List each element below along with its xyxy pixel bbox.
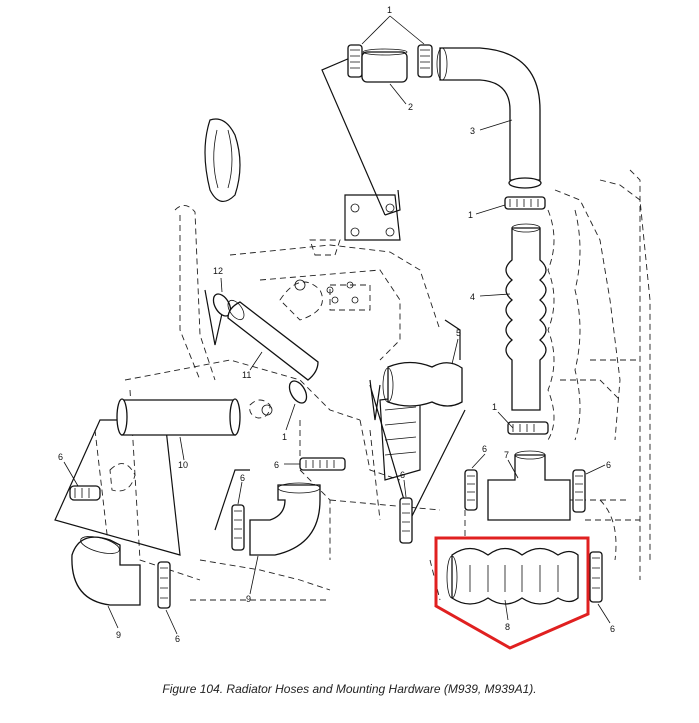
part-9-elbow-left <box>71 536 141 606</box>
callout-7: 7 <box>504 450 509 460</box>
callout-6-lowcenter: 6 <box>400 470 405 480</box>
callout-6-right: 6 <box>482 444 487 454</box>
item-8-highlight-outline <box>434 536 590 650</box>
part-1-clamp-mid <box>504 196 546 210</box>
callout-3: 3 <box>470 126 475 136</box>
part-2-straight-hose <box>361 48 408 83</box>
part-6-clamp-farleft <box>69 485 101 501</box>
callout-11: 11 <box>242 370 251 380</box>
part-1-clamp-low <box>507 421 549 435</box>
callout-6-left2: 6 <box>240 473 245 483</box>
part-1-clamp-top-right <box>417 44 433 78</box>
callout-6-farleft: 6 <box>58 452 63 462</box>
part-6-clamp-bottomright <box>589 551 603 603</box>
part-3-elbow-tube <box>436 47 542 189</box>
callout-1-left: 1 <box>282 432 287 442</box>
callout-leader-lines <box>63 15 611 635</box>
callout-6-right2: 6 <box>606 460 611 470</box>
part-6-clamp-right-2 <box>572 469 586 513</box>
assembly-leader-lines <box>54 54 466 556</box>
engine-block-detail <box>204 118 461 481</box>
part-11-hose <box>227 299 319 381</box>
part-6-clamp-center <box>299 457 346 471</box>
callout-2: 2 <box>408 102 413 112</box>
callout-labels: 1 2 3 1 4 12 5 11 1 1 10 6 6 6 6 6 7 6 9… <box>58 5 615 644</box>
callout-9-left: 9 <box>116 630 121 640</box>
callout-6-bottomleft: 6 <box>175 634 180 644</box>
callout-12: 12 <box>213 266 223 276</box>
part-7-tee-hose <box>487 450 571 521</box>
part-4-bellows-hose <box>505 223 547 411</box>
part-5-short-hose <box>382 361 463 407</box>
part-10-straight-hose <box>116 398 241 436</box>
callout-9-center: 9 <box>246 594 251 604</box>
callout-8: 8 <box>505 622 510 632</box>
callout-10: 10 <box>178 460 188 470</box>
part-9-elbow-center <box>249 482 321 556</box>
part-6-clamp-left-2 <box>231 504 245 551</box>
part-1-clamp-left <box>288 380 308 404</box>
part-6-clamp-bottomleft <box>157 561 171 609</box>
callout-1-top: 1 <box>387 5 392 15</box>
callout-6-center: 6 <box>274 460 279 470</box>
part-6-clamp-lowcenter <box>399 497 413 544</box>
part-6-clamp-right-1 <box>464 469 478 511</box>
figure-caption: Figure 104. Radiator Hoses and Mounting … <box>162 682 537 696</box>
part-1-clamp-top-left <box>347 44 363 78</box>
radiator-hoses-exploded-diagram: 1 2 3 1 4 12 5 11 1 1 10 6 6 6 6 6 7 6 9… <box>54 5 651 650</box>
callout-1-mid: 1 <box>468 210 473 220</box>
engine-phantom-outline <box>94 169 651 601</box>
callout-1-low: 1 <box>492 402 497 412</box>
callout-6-bottomright: 6 <box>610 624 615 634</box>
part-8-bellows-hose <box>446 547 579 605</box>
callout-4: 4 <box>470 292 475 302</box>
callout-5: 5 <box>456 328 461 338</box>
